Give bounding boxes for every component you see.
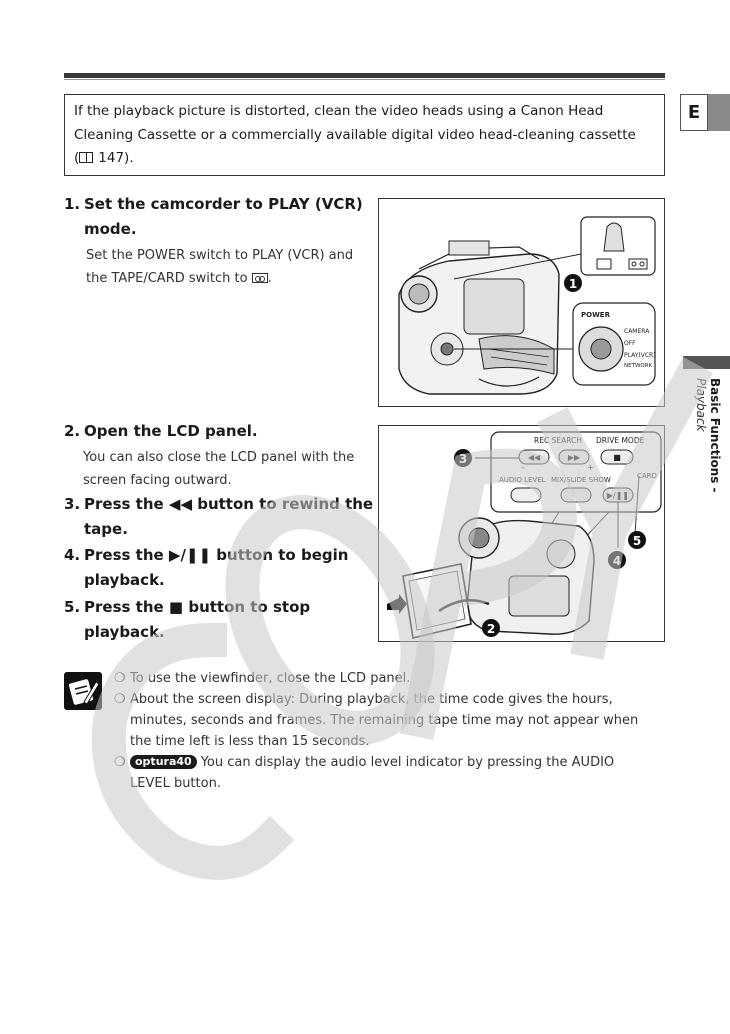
card-label: CARD [637, 472, 657, 480]
step-3: 3.Press the ◀◀ button to rewind the tape… [64, 495, 374, 538]
play-label: PLAY(VCR) [624, 352, 656, 359]
callout-2: 2 [487, 622, 495, 636]
notes-list: ❍ To use the viewfinder, close the LCD p… [114, 668, 664, 794]
stop-symbol: ■ [168, 598, 184, 616]
mix-slide-label: MIX/SLIDE SHOW [551, 476, 611, 484]
callout-3: 3 [459, 452, 467, 466]
header-rule [64, 73, 665, 78]
step-1: 1.Set the camcorder to PLAY (VCR) mode. [64, 195, 363, 238]
audio-level-label: AUDIO LEVEL [499, 476, 546, 484]
section-bar [683, 356, 730, 369]
note-line-3: (147). [74, 150, 134, 166]
callout-4: 4 [613, 554, 621, 568]
step-1-detail: Set the POWER switch to PLAY (VCR) and t… [86, 248, 354, 286]
book-icon [79, 152, 94, 163]
camcorder-illustration-2: REC SEARCH DRIVE MODE ◀◀ ▶▶ ■ – + AUDIO … [387, 431, 662, 639]
note-line-2: Cleaning Cassette or a commercially avai… [74, 126, 636, 143]
camera-label: CAMERA [624, 328, 650, 335]
note-pencil-icon [64, 672, 102, 710]
network-label: NETWORK [624, 363, 653, 369]
step-4: 4.Press the ▶/❚❚ button to begin playbac… [64, 546, 349, 589]
section-subtitle: Playback [694, 378, 708, 432]
drive-mode-label: DRIVE MODE [596, 436, 645, 445]
step-2-detail: You can also close the LCD panel with th… [83, 450, 355, 488]
language-tab-letter: E [680, 94, 708, 131]
ff-button-glyph: ▶▶ [568, 453, 581, 462]
off-label: OFF [624, 340, 636, 347]
optura40-badge: optura40 [130, 755, 197, 769]
cleaning-note-box: If the playback picture is distorted, cl… [64, 94, 665, 176]
minus-label: – [521, 463, 525, 472]
rewind-button-glyph: ◀◀ [528, 453, 541, 462]
callout-1: 1 [569, 277, 577, 291]
rewind-symbol: ◀◀ [168, 495, 192, 513]
rec-search-label: REC SEARCH [534, 436, 582, 445]
header-rule-thin [64, 79, 665, 80]
step-2: 2.Open the LCD panel. [64, 422, 258, 440]
section-title: Basic Functions - [708, 378, 722, 493]
step-5: 5.Press the ■ button to stop playback. [64, 598, 311, 641]
camcorder-illustration-1: 1 POWER CAMERA OFF PLAY(VCR) NETWORK [398, 216, 656, 395]
play-pause-button-glyph: ▶/❚❚ [607, 491, 629, 500]
tape-icon [251, 273, 268, 283]
play-pause-symbol: ▶/❚❚ [168, 546, 212, 564]
figure-power-switch: 1 POWER CAMERA OFF PLAY(VCR) NETWORK [378, 198, 665, 407]
stop-button-glyph: ■ [613, 453, 621, 462]
note-item-1: ❍ To use the viewfinder, close the LCD p… [114, 671, 411, 686]
plus-label: + [587, 463, 594, 472]
note-line-1: If the playback picture is distorted, cl… [74, 103, 604, 119]
section-label: Basic Functions - Playback [694, 378, 722, 493]
note-item-2: ❍ About the screen display: During playb… [114, 692, 639, 749]
power-label: POWER [581, 311, 611, 319]
callout-5: 5 [633, 534, 641, 548]
figure-playback-buttons: REC SEARCH DRIVE MODE ◀◀ ▶▶ ■ – + AUDIO … [378, 425, 665, 642]
